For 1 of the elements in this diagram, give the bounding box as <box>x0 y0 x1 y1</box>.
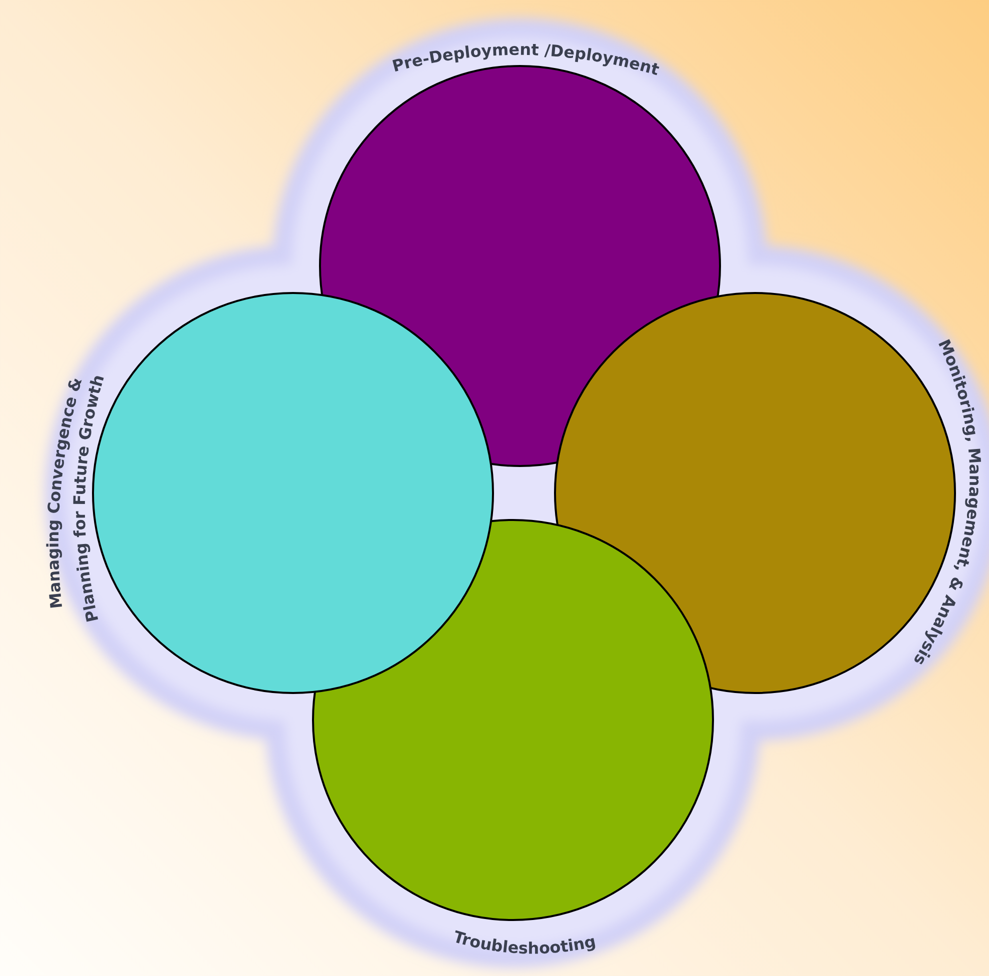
circle-label: Troubleshooting <box>451 926 598 958</box>
